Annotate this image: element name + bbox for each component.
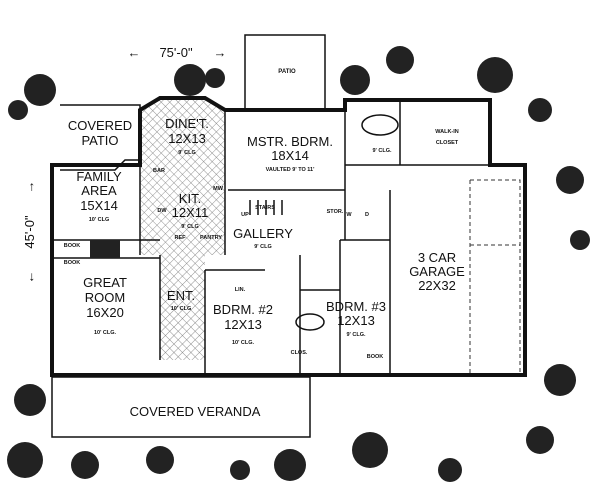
- bedroom2-label: BDRM. #2: [213, 302, 273, 317]
- great-room-size: 16X20: [86, 305, 124, 320]
- arrow-down-icon: ←: [22, 271, 37, 284]
- dinette-ceiling: 9' CLG: [178, 150, 196, 156]
- covered-patio: [60, 104, 141, 171]
- gallery-ceiling: 9' CLG: [254, 244, 272, 250]
- bedroom3-size: 12X13: [337, 313, 375, 328]
- covered-patio-label: COVERED: [68, 118, 132, 133]
- entry-ceiling: 10' CLG: [171, 306, 192, 312]
- great-room-label-2: ROOM: [85, 290, 125, 305]
- covered-patio-label-2: PATIO: [81, 133, 118, 148]
- bar-label: BAR: [153, 168, 165, 174]
- width-dimension-label: 75'-0": [159, 45, 193, 60]
- dinette-label: DINE'T.: [165, 116, 209, 131]
- family-area-ceiling: 10' CLG: [89, 217, 110, 223]
- great-room-label: GREAT: [83, 275, 127, 290]
- up-label: UP: [241, 212, 249, 218]
- bookshelf-label-3: BOOK: [367, 354, 384, 360]
- closet-label: CLOS.: [291, 350, 308, 356]
- family-area-size: 15X14: [80, 198, 118, 213]
- dryer-label: D: [365, 212, 369, 218]
- master-bedroom-size: 18X14: [271, 148, 309, 163]
- walk-in-closet-label-2: CLOSET: [436, 140, 459, 146]
- patio-label: PATIO: [278, 69, 296, 75]
- bedroom3-label: BDRM. #3: [326, 299, 386, 314]
- refrigerator-label: REF: [175, 235, 187, 241]
- storage-label: STOR.: [327, 209, 344, 215]
- kitchen-size: 12X11: [172, 205, 209, 220]
- bathtub-2: [295, 313, 325, 331]
- depth-dimension: 45'-0" ← →: [22, 181, 37, 284]
- width-dimension: 75'-0" ← →: [128, 45, 227, 60]
- bedroom2-ceiling: 10' CLG.: [232, 340, 255, 346]
- bathtub: [361, 114, 399, 136]
- fireplace: [90, 240, 120, 258]
- dinette-size: 12X13: [168, 131, 206, 146]
- garage-label-2: GARAGE: [409, 264, 465, 279]
- exterior-walls: [50, 96, 527, 377]
- great-room-ceiling: 10' CLG.: [94, 330, 117, 336]
- bedroom2-size: 12X13: [224, 317, 262, 332]
- microwave-label: MW: [213, 186, 224, 192]
- arrow-right-icon: →: [214, 45, 227, 60]
- garage-size: 22X32: [418, 278, 456, 293]
- master-bedroom-ceiling: VAULTED 9' TO 11': [266, 167, 315, 173]
- family-area-label: FAMILY: [76, 169, 122, 184]
- master-bedroom-label: MSTR. BDRM.: [247, 134, 333, 149]
- family-area-label-2: AREA: [81, 183, 117, 198]
- kitchen-label: KIT.: [179, 191, 201, 206]
- walk-in-closet-label: WALK-IN: [435, 129, 459, 135]
- kitchen-dinette-tile: [140, 98, 225, 270]
- kitchen-ceiling: 9' CLG: [181, 224, 199, 230]
- gallery-label: GALLERY: [233, 226, 293, 241]
- linen-label: LIN.: [235, 287, 246, 293]
- garage-door-dashes: [469, 179, 521, 375]
- veranda-label: COVERED VERANDA: [130, 404, 261, 419]
- garage-label: 3 CAR: [418, 250, 456, 265]
- pantry-label: PANTRY: [200, 235, 222, 241]
- washer-label: W: [346, 212, 352, 218]
- bookshelf-label-2: BOOK: [64, 260, 81, 266]
- bookshelf-label-1: BOOK: [64, 243, 81, 249]
- depth-dimension-label: 45'-0": [22, 215, 37, 249]
- dishwasher-label: DW: [157, 208, 167, 214]
- bedroom3-ceiling: 9' CLG.: [346, 332, 366, 338]
- arrow-left-icon: ←: [128, 45, 141, 60]
- arrow-up-icon: →: [22, 181, 37, 194]
- master-bath-ceiling: 9' CLG.: [372, 148, 392, 154]
- entry-label: ENT.: [167, 288, 195, 303]
- stairs: [249, 200, 283, 215]
- stairs-label: STAIRS: [255, 205, 275, 211]
- landscaping-shrubs: [7, 46, 590, 482]
- entry-tile: [160, 270, 205, 360]
